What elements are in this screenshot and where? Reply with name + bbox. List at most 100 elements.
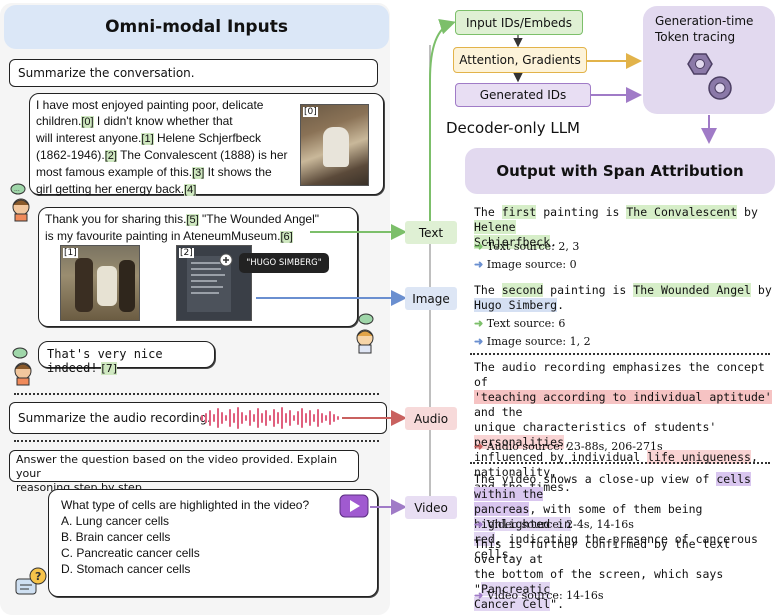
modality-image: Image — [405, 287, 457, 310]
separator — [14, 440, 379, 442]
llm-box-label: Attention, Gradients — [459, 53, 581, 67]
msg1-text: The Convalescent (1888) is her — [116, 148, 288, 162]
text-placeholder — [191, 268, 221, 270]
msg1-line: I have most enjoyed painting poor, delic… — [36, 98, 264, 112]
output-text: ". — [550, 597, 565, 611]
source-label: Video source: — [486, 518, 567, 531]
attributed-span: red — [474, 532, 495, 546]
msg1-text: Helene Schjerfbeck — [153, 131, 262, 145]
modality-video: Video — [405, 496, 457, 519]
attributed-span: Pancreatic — [480, 582, 551, 596]
modality-label: Text — [418, 225, 444, 240]
attributed-span: Cancer Cell — [474, 597, 551, 611]
image-label: [2] — [179, 248, 194, 258]
option-b: B. Brain cancer cells — [61, 530, 171, 544]
attributed-span: life uniqueness — [647, 450, 751, 464]
output-text: The — [474, 205, 502, 219]
output-sentence-1: The first painting is The Convalescent b… — [474, 205, 774, 250]
llm-input-ids: Input IDs/Embeds — [455, 10, 583, 35]
output-sentence-3: The audio recording emphasizes the conce… — [474, 360, 774, 495]
callout-hugo-simberg: "HUGO SIMBERG" — [239, 253, 329, 273]
video-source-row: ➜ Video source: 14-16s — [474, 589, 604, 602]
painting-figure — [75, 258, 93, 312]
source-value: 6 — [558, 317, 566, 330]
modality-audio: Audio — [405, 407, 457, 430]
svg-text:?: ? — [35, 570, 41, 583]
question-text: What type of cells are highlighted in th… — [61, 498, 310, 512]
separator — [470, 462, 770, 464]
image-label: [0] — [303, 107, 318, 117]
attributed-span: The Wounded Angel — [633, 283, 751, 297]
blue-arrow-icon: ➜ — [474, 335, 484, 348]
output-text: , — [564, 435, 571, 449]
attributed-span: 'teaching according to individual aptitu… — [474, 390, 772, 404]
output-text: painting is — [543, 283, 634, 297]
msg2-text: is my favourite painting in AteneumMuseu… — [45, 229, 281, 243]
output-text: by — [750, 283, 772, 297]
attributed-span: Schjerfbeck — [474, 235, 551, 249]
output-text: , indicating the presence of cancerous c… — [474, 532, 758, 561]
citation: [3] — [192, 167, 205, 179]
red-arrow-icon: ➜ — [474, 440, 484, 453]
output-text: . — [557, 298, 565, 312]
output-sentence-5: This is further confirmed by the text ov… — [474, 537, 774, 612]
output-text: painting is — [536, 205, 627, 219]
msg2-text: Thank you for sharing this. — [45, 212, 187, 226]
output-text: unique characteristics of students' — [474, 420, 717, 434]
attributed-span: highlighted in — [474, 517, 571, 531]
output-text: The audio recording emphasizes the conce… — [474, 360, 765, 389]
image-label: [1] — [63, 248, 78, 258]
output-text: influenced by individual — [474, 450, 648, 464]
callout-text: "HUGO SIMBERG" — [246, 258, 322, 268]
question-chat-icon: ? — [15, 567, 47, 595]
image-source-row: ➜ Image source: 0 — [474, 258, 577, 271]
msg1-text: most famous example of this. — [36, 165, 193, 179]
green-arrow-icon: ➜ — [474, 317, 484, 330]
source-value: 1, 2 — [569, 335, 591, 348]
text-placeholder — [191, 280, 217, 282]
output-text: This is further confirmed by the text ov… — [474, 537, 731, 566]
audio-waveform-icon — [201, 407, 339, 429]
text-placeholder — [191, 262, 225, 264]
svg-text:...: ... — [14, 186, 20, 193]
output-text: , nationality, — [474, 450, 758, 479]
llm-box-label: Input IDs/Embeds — [465, 15, 573, 30]
prompt-text: Summarize the conversation. — [18, 66, 195, 80]
attributed-span: first — [501, 205, 537, 219]
citation: [0] — [81, 116, 94, 128]
source-value: 2, 3 — [558, 240, 580, 253]
image-source-row: ➜ Image source: 1, 2 — [474, 335, 591, 348]
citation: [1] — [141, 133, 154, 145]
prompt-text: Summarize the audio recording. — [18, 411, 211, 425]
source-label: Audio source: — [486, 440, 567, 453]
user-avatar-icon — [12, 347, 32, 386]
source-value: 23-88s, 206-271s — [566, 440, 663, 453]
chat-message-3: That's very nice indeed! [7] — [38, 341, 215, 375]
source-label: Video source: — [486, 589, 567, 602]
msg1-text: (1862-1946). — [36, 148, 105, 162]
painting-figure — [119, 260, 135, 312]
attributed-span: The Convalescent — [626, 205, 738, 219]
citation: [7] — [101, 362, 117, 375]
option-d: D. Stomach cancer cells — [61, 562, 191, 576]
blue-arrow-icon: ➜ — [474, 258, 484, 271]
source-value: 14-16s — [566, 589, 604, 602]
modality-label: Video — [414, 500, 448, 515]
output-sentence-2: The second painting is The Wounded Angel… — [474, 283, 774, 313]
output-text: , with some of them being — [529, 502, 703, 516]
llm-label: Decoder-only LLM — [446, 119, 581, 137]
modality-text: Text — [405, 221, 457, 244]
llm-generated-ids: Generated IDs — [455, 83, 591, 107]
text-placeholder — [191, 292, 219, 294]
tracing-title-line1: Generation-time — [655, 14, 754, 28]
assistant-avatar-icon — [356, 313, 374, 354]
output-sentence-4: The video shows a close-up view of cells… — [474, 472, 774, 562]
attributed-span: personalities — [474, 435, 565, 449]
msg1-text: It shows the — [204, 165, 272, 179]
attributed-span: second — [501, 283, 544, 297]
text-placeholder — [191, 274, 225, 276]
option-a: A. Lung cancer cells — [61, 514, 170, 528]
painting-image-1: [1] — [60, 245, 140, 321]
output-title: Output with Span Attribution — [465, 148, 775, 194]
